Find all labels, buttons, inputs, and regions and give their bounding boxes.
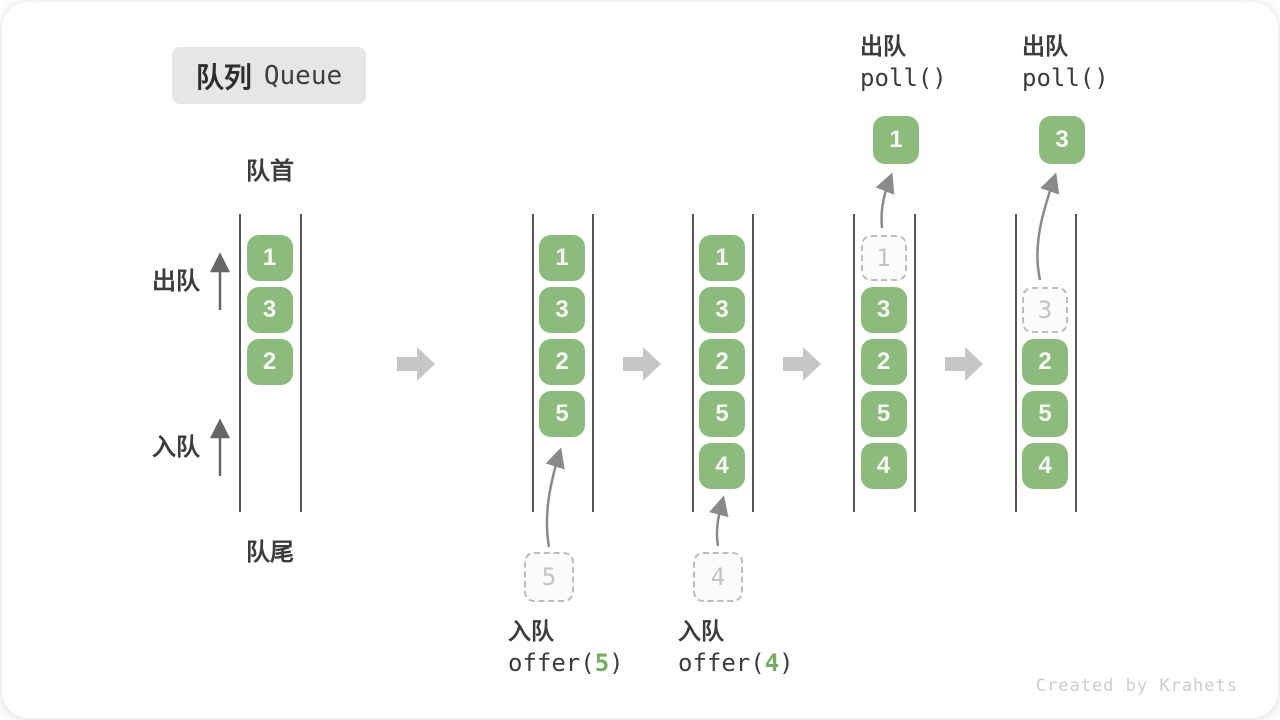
queue-cell: 1 (699, 235, 745, 281)
queue-rear-label: 队尾 (246, 539, 294, 566)
queue-cell: 3 (860, 287, 907, 333)
queue-front-label: 队首 (246, 158, 294, 185)
offer-5-op-code: offer(5) (508, 649, 624, 677)
state-transition-arrow (783, 347, 821, 381)
removed-cell: 1 (860, 235, 907, 281)
poll-2-op-code: poll() (1022, 64, 1109, 92)
enqueue-5-arrow (545, 447, 565, 548)
column-left-line (532, 214, 534, 512)
offer-4-op-code: offer(4) (678, 649, 794, 677)
offer-4-op-zh: 入队 (678, 618, 724, 644)
offer-4-op-label: 入队 offer(4) (678, 615, 794, 679)
queue-cell: 2 (1022, 339, 1068, 385)
queue-cell: 3 (699, 287, 745, 333)
outgoing-element-box: 3 (1039, 116, 1085, 164)
outgoing-element-box: 1 (873, 116, 919, 164)
column-right-line (752, 214, 754, 512)
queue-cell: 4 (1022, 443, 1068, 489)
column-right-line (914, 214, 916, 512)
poll-1-op-zh: 出队 (860, 33, 906, 59)
queue-cell: 5 (1022, 391, 1068, 437)
column-right-line (300, 214, 302, 512)
enqueue-side-label: 入队 (152, 434, 200, 461)
queue-cell: 4 (699, 443, 745, 489)
offer-5-arg: 5 (594, 649, 610, 677)
offer-4-arg: 4 (764, 649, 780, 677)
poll-1-op-code: poll() (860, 64, 947, 92)
column-left-line (692, 214, 694, 512)
incoming-element-box: 4 (693, 552, 743, 602)
column-left-line (239, 214, 241, 512)
queue-cell: 4 (860, 443, 907, 489)
dequeue-side-label: 出队 (152, 268, 200, 295)
state-transition-arrow (623, 347, 661, 381)
watermark: Created by Krahets (1035, 676, 1238, 696)
queue-cell: 2 (699, 339, 745, 385)
title-badge: 队列 Queue (172, 47, 366, 104)
queue-cell: 5 (699, 391, 745, 437)
removed-cell: 3 (1022, 287, 1068, 333)
queue-cell: 5 (539, 391, 585, 437)
column-right-line (592, 214, 594, 512)
queue-cell: 2 (539, 339, 585, 385)
queue-cell: 2 (246, 339, 293, 385)
poll-2-op-label: 出队 poll() (1022, 30, 1109, 94)
queue-cell: 1 (246, 235, 293, 281)
dequeue-3-arrow (1036, 172, 1060, 281)
state-transition-arrow (397, 347, 435, 381)
offer-5-op-zh: 入队 (508, 618, 554, 644)
offer-5-op-label: 入队 offer(5) (508, 615, 624, 679)
queue-cell: 1 (539, 235, 585, 281)
incoming-element-box: 5 (524, 552, 574, 602)
state-transition-arrow (945, 347, 983, 381)
title-zh: 队列 (195, 61, 252, 93)
column-left-line (853, 214, 855, 512)
column-left-line (1015, 214, 1017, 512)
poll-2-op-zh: 出队 (1022, 33, 1068, 59)
queue-cell: 2 (860, 339, 907, 385)
queue-cell: 3 (246, 287, 293, 333)
poll-1-op-label: 出队 poll() (860, 30, 947, 94)
queue-cell: 3 (539, 287, 585, 333)
queue-cell: 5 (860, 391, 907, 437)
title-en: Queue (263, 60, 343, 91)
dequeue-1-arrow (875, 172, 895, 229)
column-right-line (1075, 214, 1077, 512)
enqueue-4-arrow (709, 495, 729, 547)
